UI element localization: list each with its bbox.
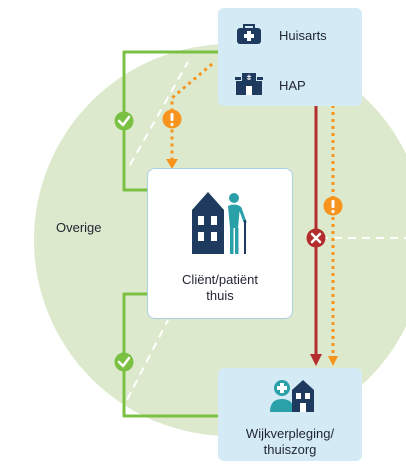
- red-arrow-bottom: [310, 354, 322, 366]
- exclamation-icon: [162, 109, 182, 129]
- huisarts-label: Huisarts: [279, 28, 327, 43]
- clinic-building-icon: [235, 73, 263, 95]
- divider-top-left: [129, 61, 189, 166]
- wijk-label-line1: Wijkverpleging/: [245, 426, 335, 441]
- orange-arrow-right-bottom: [328, 356, 338, 366]
- orange-arrow-left: [166, 159, 178, 169]
- check-icon: [114, 111, 134, 131]
- client-label-line2: thuis: [206, 288, 234, 303]
- cross-icon: [306, 228, 326, 248]
- nurse-house-icon: [270, 380, 314, 412]
- orange-path-left: [170, 62, 213, 160]
- hap-label: HAP: [279, 78, 306, 93]
- home-elderly-person-icon: [192, 192, 247, 254]
- divider-bottom-left: [107, 319, 169, 438]
- exclamation-icon: [323, 196, 343, 216]
- wijkverpleging-box: [218, 368, 362, 461]
- check-icon: [114, 352, 134, 372]
- client-label-line1: Cliënt/patiënt: [182, 272, 258, 287]
- doctor-bag-icon: [237, 24, 261, 44]
- overige-label: Overige: [56, 220, 102, 235]
- wijk-label-line2: thuiszorg: [263, 442, 317, 457]
